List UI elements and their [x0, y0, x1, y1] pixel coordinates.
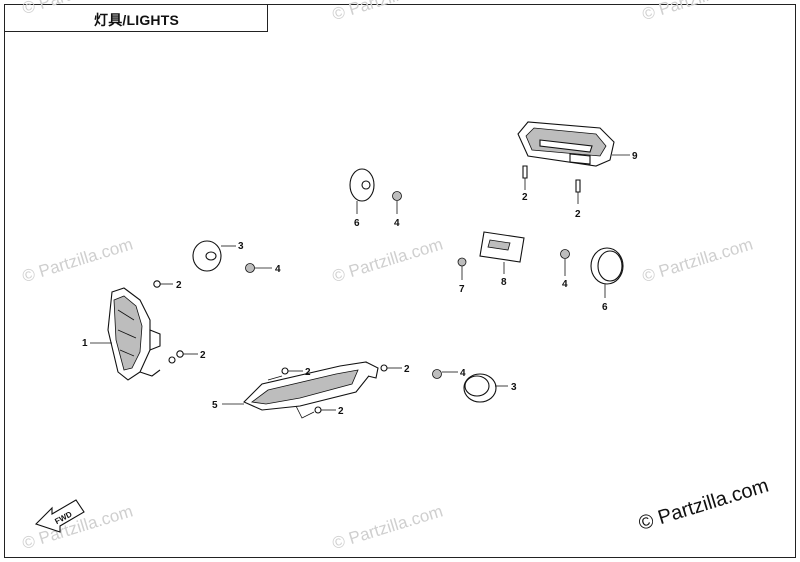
callout-labels: 1 2 2 2 2 2 2 2 3 3 4 4 4 4 5 6 6 7 8 9 — [82, 151, 638, 417]
callout-label: 4 — [562, 279, 568, 290]
headlight-assembly[interactable] — [107, 287, 161, 381]
tail-light-assembly[interactable] — [517, 121, 630, 167]
callout-label: 4 — [460, 368, 466, 379]
page-title: 灯具/LIGHTS — [94, 12, 180, 28]
callout-label: 2 — [200, 350, 206, 361]
callout-label: 3 — [238, 241, 244, 252]
callout-label: 4 — [275, 264, 281, 275]
callout-label: 6 — [602, 302, 608, 313]
callout-label: 4 — [394, 218, 400, 229]
callout-label: 9 — [632, 151, 638, 162]
nut-upper[interactable] — [392, 191, 402, 215]
diagram-frame — [4, 4, 796, 558]
callout-label: 5 — [212, 400, 218, 411]
forward-arrow-icon: FWD — [34, 499, 85, 533]
callout-label: 2 — [522, 192, 528, 203]
callout-label: 2 — [404, 364, 410, 375]
callout-label: 2 — [338, 406, 344, 417]
nut-right-lower[interactable] — [432, 369, 459, 379]
round-lamp-left[interactable] — [192, 240, 236, 272]
nut-left[interactable] — [245, 263, 273, 273]
callout-label: 2 — [305, 367, 311, 378]
callout-label: 7 — [459, 284, 465, 295]
round-lamp-rear[interactable] — [590, 247, 624, 298]
bolt-group[interactable] — [153, 165, 581, 414]
callout-label: 3 — [511, 382, 517, 393]
callout-label: 2 — [176, 280, 182, 291]
nut-rear[interactable] — [560, 249, 570, 277]
callout-label: 1 — [82, 338, 88, 349]
side-marker-lamp[interactable] — [222, 361, 379, 419]
callout-label: 6 — [354, 218, 360, 229]
round-lamp-upper[interactable] — [349, 168, 375, 214]
callout-label: 8 — [501, 277, 507, 288]
callout-label: 2 — [575, 209, 581, 220]
nut-part-7[interactable] — [457, 257, 467, 280]
license-plate-lamp[interactable] — [479, 231, 525, 274]
title-box: 灯具/LIGHTS — [4, 4, 268, 32]
round-lamp-right[interactable] — [463, 373, 508, 403]
